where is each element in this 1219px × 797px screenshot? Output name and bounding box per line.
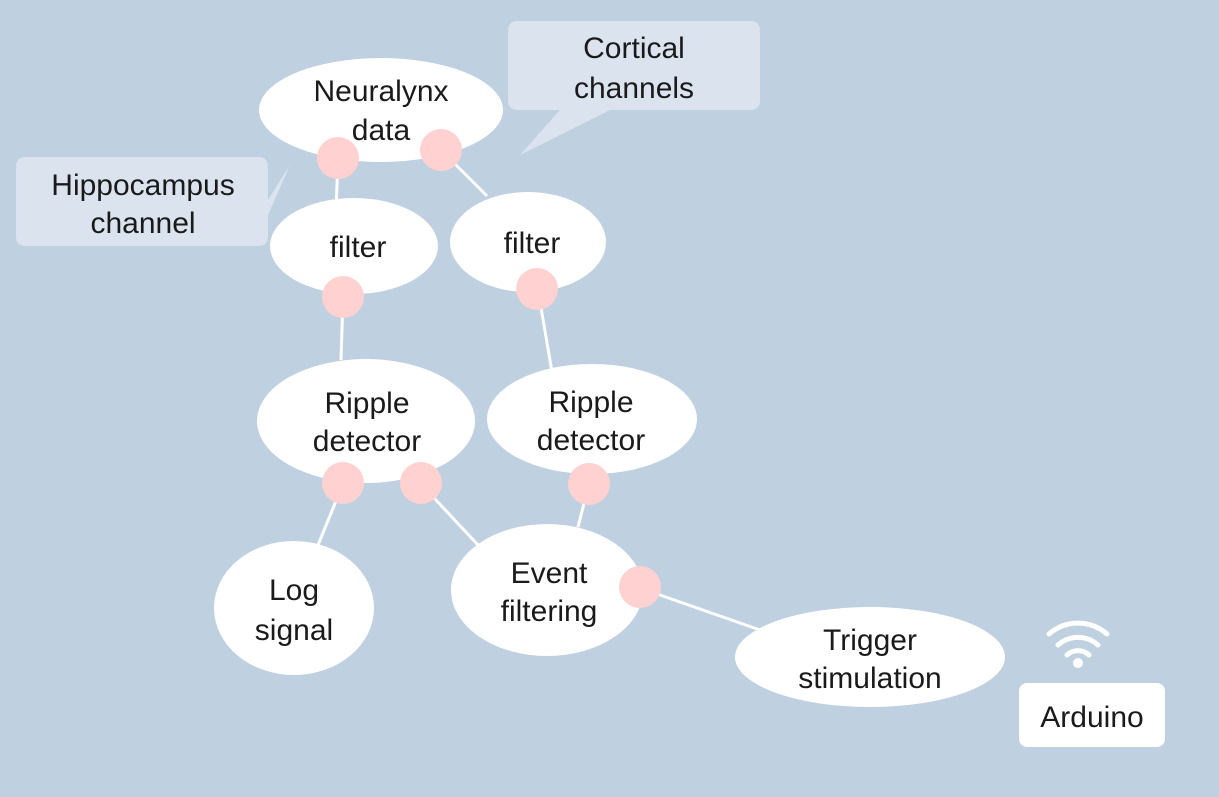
callout-cortical-channels: Cortical channels [508,21,760,155]
node-filter-left-shape [270,198,438,294]
node-log-signal-shape [214,541,374,675]
node-trigger-stimulation[interactable]: Trigger stimulation [735,607,1005,707]
callout-hippocampus-line-1: Hippocampus [51,169,234,202]
node-log-signal-line-2: signal [255,614,333,647]
node-log-signal-line-1: Log [269,574,319,607]
node-filter-left-label: filter [330,231,387,264]
node-filter-left[interactable]: filter [270,198,438,294]
node-filter-right[interactable]: filter [450,192,606,292]
arduino-box [1019,683,1165,747]
node-event-filtering-shape [451,524,643,656]
port-ripple-left-out-2[interactable] [400,462,442,504]
node-neuralynx-line-1: Neuralynx [313,75,448,108]
ports [317,129,661,608]
port-ripple-left-out-1[interactable] [322,462,364,504]
arduino-label: Arduino [1040,701,1143,734]
wifi-arc-outer [1046,620,1110,637]
callout-hippocampus-channel: Hippocampus channel [16,157,290,246]
node-ripple-left-line-1: Ripple [324,387,409,420]
node-neuralynx-data[interactable]: Neuralynx data [259,58,503,162]
node-log-signal[interactable]: Log signal [214,541,374,675]
wifi-icon [1046,620,1110,668]
port-event-filtering-out[interactable] [619,566,661,608]
callout-hippocampus-line-2: channel [90,207,195,240]
port-ripple-right-out[interactable] [568,463,610,505]
port-neuralynx-left[interactable] [317,137,359,179]
edge-event-filtering-trigger [639,586,761,632]
port-filter-right-out[interactable] [516,268,558,310]
callout-cortical-shape [508,21,760,155]
node-filter-right-shape [450,192,606,292]
node-trigger-line-1: Trigger [823,624,917,657]
node-event-filtering-line-2: filtering [501,595,598,628]
node-ripple-right-line-2: detector [537,424,645,457]
node-neuralynx-line-2: data [352,114,411,147]
node-trigger-shape [735,607,1005,707]
node-ripple-detector-right[interactable]: Ripple detector [487,364,697,474]
node-ripple-left-line-2: detector [313,425,421,458]
callout-cortical-line-1: Cortical [583,32,685,65]
callout-hippocampus-shape [16,157,290,246]
port-neuralynx-right[interactable] [420,129,462,171]
node-event-filtering[interactable]: Event filtering [451,524,643,656]
node-ripple-detector-left[interactable]: Ripple detector [257,359,475,483]
port-filter-left-out[interactable] [322,276,364,318]
node-ripple-right-shape [487,364,697,474]
node-filter-right-label: filter [504,227,561,260]
callout-cortical-line-2: channels [574,72,694,105]
node-event-filtering-line-1: Event [511,557,588,590]
wifi-arc-middle [1055,634,1101,648]
wifi-arc-inner [1064,648,1092,658]
node-ripple-left-shape [257,359,475,483]
node-trigger-line-2: stimulation [798,662,941,695]
arduino-device[interactable]: Arduino [1019,620,1165,747]
wifi-dot [1073,658,1083,668]
node-ripple-right-line-1: Ripple [548,386,633,419]
